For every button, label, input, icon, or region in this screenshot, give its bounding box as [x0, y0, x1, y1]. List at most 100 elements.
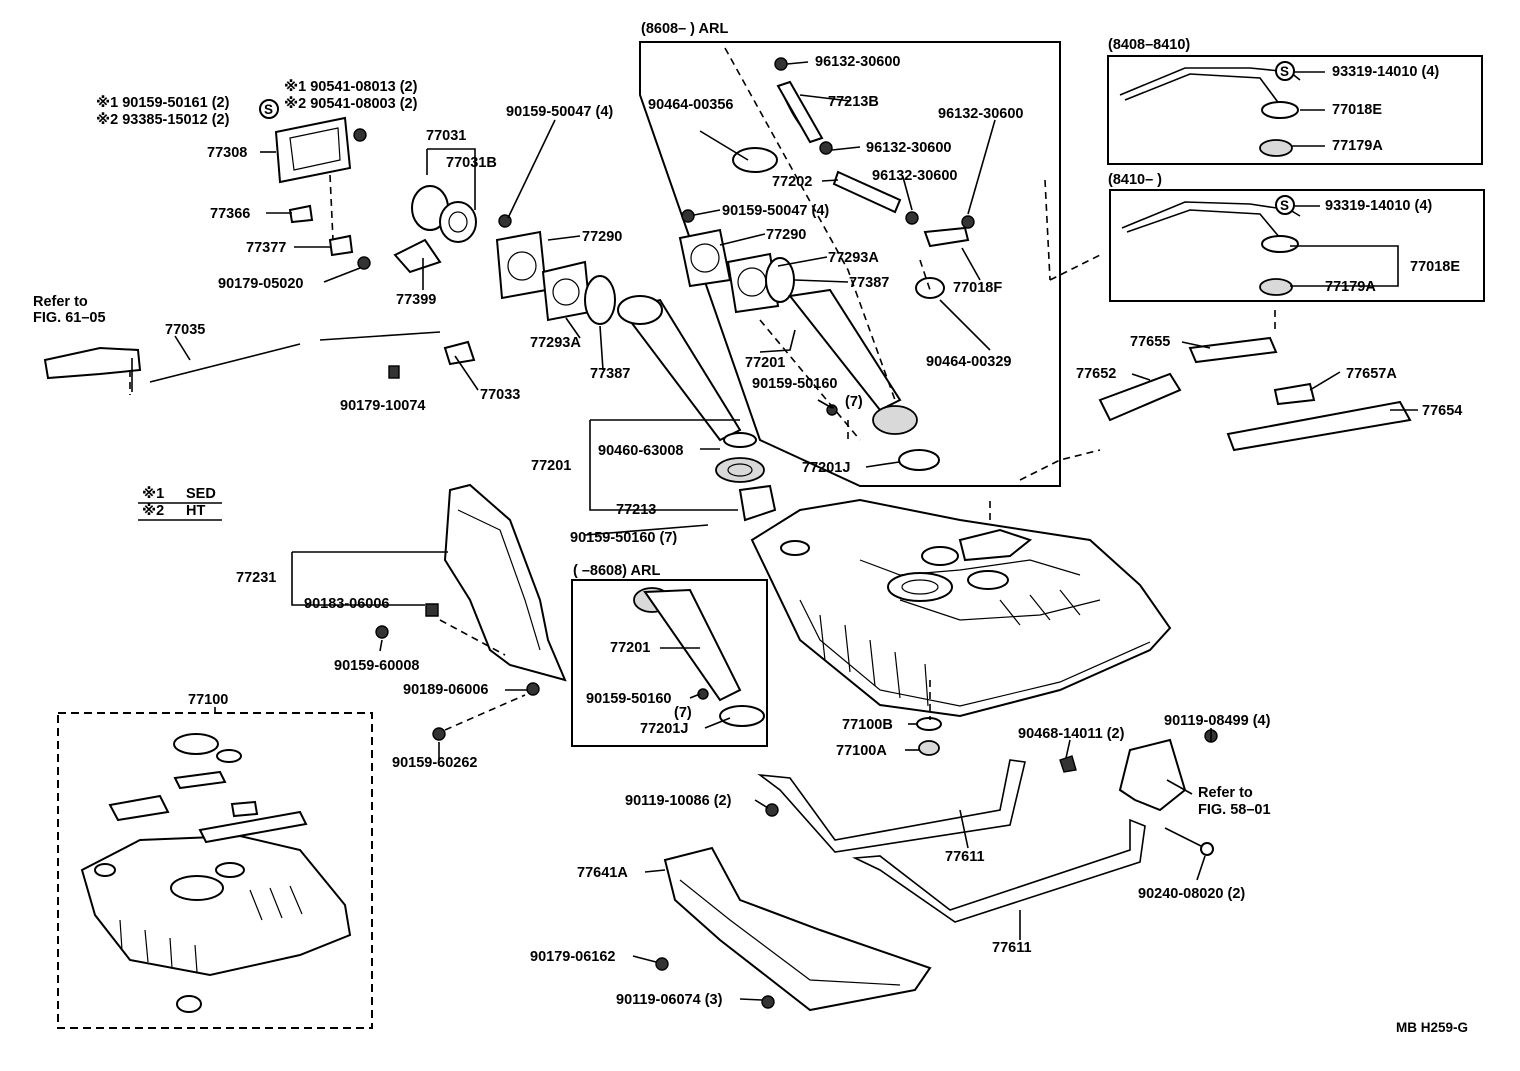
label-90159-50160-left: 90159-50160 (7)	[570, 530, 677, 546]
diagram-code: MB H259-G	[1396, 1020, 1468, 1035]
part-labels: ※1 90541-08013 (2) ※2 90541-08003 (2) ※1…	[33, 54, 1468, 1035]
label-90541-08003: ※2 90541-08003 (2)	[284, 96, 418, 112]
label-90159-50160-right: 90159-50160	[752, 376, 837, 392]
s-mark-3: S	[1280, 198, 1289, 213]
label-77031B: 77031B	[446, 155, 497, 171]
label-90179-05020: 90179-05020	[218, 276, 303, 292]
label-77652: 77652	[1076, 366, 1116, 382]
label-77290-left: 77290	[582, 229, 622, 245]
arl-lower-group: ( –8608) ARL	[571, 563, 768, 747]
arl-upper-group-label: (8608– ) ARL	[641, 21, 728, 37]
sender-77018E-upper	[1119, 67, 1301, 157]
label-77657A: 77657A	[1346, 366, 1397, 382]
label-93385-15012: ※2 93385-15012 (2)	[96, 112, 230, 128]
label-77202: 77202	[772, 174, 812, 190]
label-refer-fig58-line2: FIG. 58–01	[1198, 802, 1271, 818]
protector-77641A	[655, 846, 932, 1012]
fuel-lid-77308	[274, 116, 371, 270]
filler-neck-77031	[393, 185, 477, 274]
label-96132-30600-b: 96132-30600	[866, 140, 951, 156]
label-77611-lower: 77611	[992, 940, 1032, 956]
label-refer-fig58-line1: Refer to	[1198, 785, 1253, 801]
label-90159-50160-lower: 90159-50160	[586, 691, 671, 707]
fuel-tank-77100-illustration	[80, 733, 352, 1013]
label-77387-left: 77387	[590, 366, 630, 382]
sender-77018E-lower	[1121, 201, 1301, 296]
label-qty-7-lower: (7)	[674, 705, 692, 721]
legend-underlines	[138, 502, 222, 521]
arl-upper-parts	[678, 57, 975, 471]
dashed-assembly-lines	[129, 47, 1276, 731]
label-90159-50047-left: 90159-50047 (4)	[506, 104, 613, 120]
label-77377: 77377	[246, 240, 286, 256]
label-90119-08499: 90119-08499 (4)	[1164, 713, 1271, 729]
label-90460-63008: 90460-63008	[598, 443, 683, 459]
label-77100: 77100	[188, 692, 228, 708]
label-90179-06162: 90179-06162	[530, 949, 615, 965]
opener-cable-77035	[43, 331, 476, 383]
label-93319-14010-upper: 93319-14010 (4)	[1332, 64, 1439, 80]
label-77201J-lower: 77201J	[640, 721, 688, 737]
label-77035: 77035	[165, 322, 205, 338]
label-90468-14011: 90468-14011 (2)	[1018, 726, 1125, 742]
label-77293A-right: 77293A	[828, 250, 879, 266]
label-77179A-upper: 77179A	[1332, 138, 1383, 154]
label-90240-08020: 90240-08020 (2)	[1138, 886, 1245, 902]
label-77308: 77308	[207, 145, 247, 161]
label-90464-00329: 90464-00329	[926, 354, 1011, 370]
label-90159-50047-right: 90159-50047 (4)	[722, 203, 829, 219]
label-77018F: 77018F	[953, 280, 1002, 296]
flange-set-left	[495, 214, 616, 325]
label-90159-50161: ※1 90159-50161 (2)	[96, 95, 230, 111]
standard-marks: S S S	[259, 61, 1295, 215]
legend-mark-2: ※2	[142, 503, 164, 519]
label-90179-10074: 90179-10074	[340, 398, 425, 414]
protector-77231	[375, 483, 567, 741]
label-77641A: 77641A	[577, 865, 628, 881]
group-8408-8410-label: (8408–8410)	[1108, 37, 1190, 53]
group-8410: (8410– )	[1108, 172, 1485, 302]
label-77290-right: 77290	[766, 227, 806, 243]
legend-label-1: SED	[186, 486, 216, 502]
label-77201-right: 77201	[745, 355, 785, 371]
label-90464-00356: 90464-00356	[648, 97, 733, 113]
label-77033: 77033	[480, 387, 520, 403]
arl-lower-group-label: ( –8608) ARL	[573, 563, 660, 579]
label-77179A-lower: 77179A	[1325, 279, 1376, 295]
label-96132-30600-c: 96132-30600	[872, 168, 957, 184]
label-77100A: 77100A	[836, 743, 887, 759]
drain-plug	[916, 717, 942, 756]
label-90119-06074: 90119-06074 (3)	[616, 992, 723, 1008]
label-77018E-upper: 77018E	[1332, 102, 1382, 118]
label-77293A-left: 77293A	[530, 335, 581, 351]
label-77231: 77231	[236, 570, 276, 586]
s-mark-1: S	[264, 102, 273, 117]
label-93319-14010-lower: 93319-14010 (4)	[1325, 198, 1432, 214]
label-77100B: 77100B	[842, 717, 893, 733]
label-77654: 77654	[1422, 403, 1462, 419]
filler-pipe-77201	[617, 295, 777, 522]
leader-lines	[131, 61, 1418, 1001]
label-77201J-upper: 77201J	[802, 460, 850, 476]
tank-band-77611	[757, 755, 1146, 923]
label-90119-10086: 90119-10086 (2)	[625, 793, 732, 809]
s-mark-2: S	[1280, 64, 1289, 79]
label-77031: 77031	[426, 128, 466, 144]
label-qty-7-upper: (7)	[845, 394, 863, 410]
label-96132-30600-a: 96132-30600	[815, 54, 900, 70]
arl-lower-filler-pipe	[633, 587, 765, 727]
label-77366: 77366	[210, 206, 250, 222]
label-77213: 77213	[616, 502, 656, 518]
label-90183-06006: 90183-06006	[304, 596, 389, 612]
label-77655: 77655	[1130, 334, 1170, 350]
protector-plates	[1098, 336, 1412, 452]
label-77611-upper: 77611	[945, 849, 985, 865]
label-77399: 77399	[396, 292, 436, 308]
label-96132-30600-d: 96132-30600	[938, 106, 1023, 122]
fuel-tank-illustration	[750, 498, 1172, 718]
label-90159-60262: 90159-60262	[392, 755, 477, 771]
label-90159-60008: 90159-60008	[334, 658, 419, 674]
label-refer-fig61-line2: FIG. 61–05	[33, 310, 106, 326]
group-8408-8410: (8408–8410)	[1107, 37, 1483, 165]
